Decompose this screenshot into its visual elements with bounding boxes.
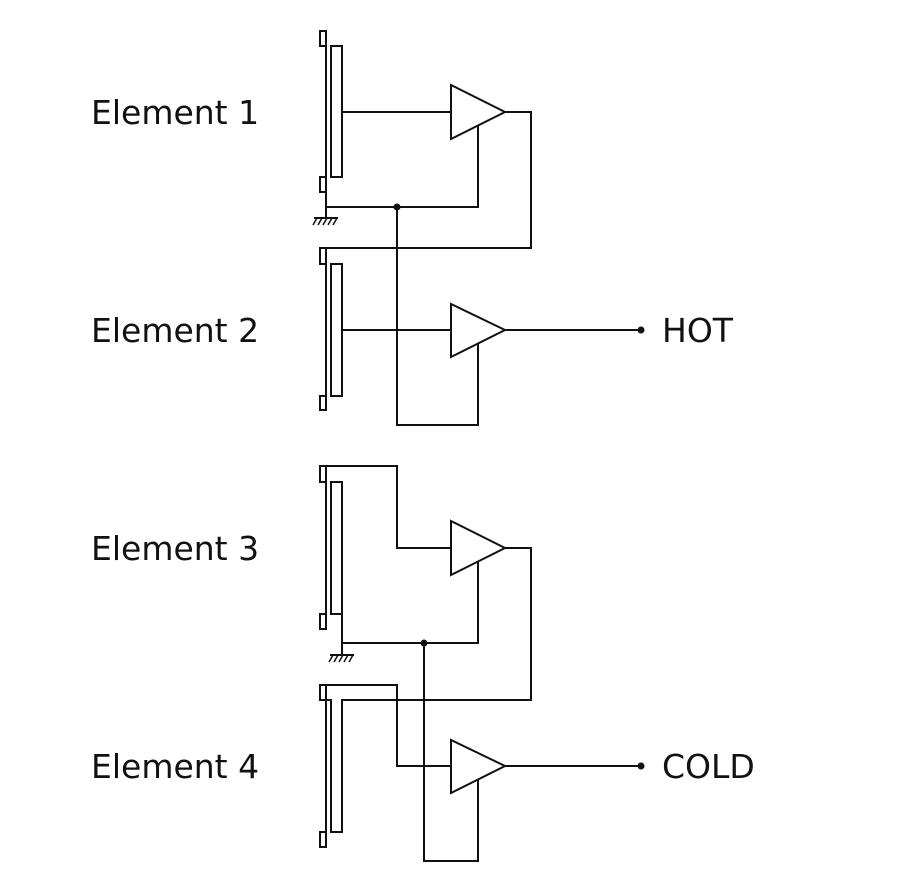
element-3-input-wire	[326, 465, 451, 549]
element-3-label: Element 3	[91, 529, 259, 568]
cold-output-label: COLD	[662, 747, 755, 786]
element-3-backplate	[319, 465, 327, 630]
element-3-plate	[330, 481, 343, 615]
junction-dot-2	[420, 639, 428, 647]
element-4-feedback-wire	[423, 643, 479, 862]
element-2-plate	[330, 263, 343, 397]
element-3-output-wire	[342, 547, 532, 701]
element-3-ground-wire	[341, 562, 479, 644]
cold-terminal-dot	[637, 762, 645, 770]
element-4-pickup	[319, 684, 398, 848]
element-2-label: Element 2	[91, 311, 259, 350]
element-4-plate	[326, 684, 398, 833]
element-1-plate	[330, 45, 343, 178]
hot-output-label: HOT	[662, 311, 734, 350]
element-1-pickup	[319, 30, 343, 193]
element-4-backplate	[319, 684, 327, 848]
element-1-backplate	[319, 30, 327, 193]
junction-dot-1	[393, 203, 401, 211]
element-3-pickup	[319, 465, 343, 630]
element-4-label: Element 4	[91, 747, 259, 786]
element-1-label: Element 1	[91, 93, 259, 132]
ground-symbol-2	[328, 643, 354, 663]
element-2-pickup	[319, 247, 343, 411]
ground-symbol-1	[312, 207, 338, 226]
element-2-backplate	[319, 247, 327, 411]
element-2-feedback-wire	[396, 207, 479, 426]
hot-terminal-dot	[637, 326, 645, 334]
element-1-ground-wire	[325, 126, 479, 208]
element-4-input-wire	[396, 685, 451, 767]
element-1-output-wire	[326, 111, 532, 249]
